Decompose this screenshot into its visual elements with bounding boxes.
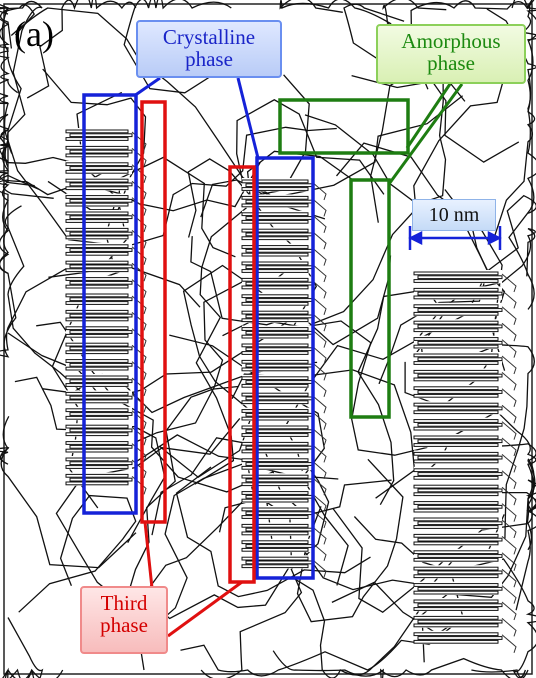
- polymer-chain: [195, 208, 247, 485]
- tie-chain: [502, 586, 516, 604]
- tie-chain: [502, 323, 516, 341]
- tie-chain: [502, 471, 516, 489]
- tie-chain: [132, 329, 146, 347]
- tie-chain: [132, 247, 146, 265]
- tie-chain: [502, 602, 516, 620]
- tie-chain: [502, 635, 516, 653]
- tie-chain: [502, 340, 516, 358]
- amorphous-label-line1: Amorphous: [386, 30, 516, 52]
- scale-arrow-left: [411, 233, 421, 243]
- lamellar-stack: [66, 128, 146, 494]
- crystalline-label-line2: phase: [146, 48, 272, 70]
- tie-chain: [132, 280, 146, 298]
- tie-chain: [132, 378, 146, 396]
- tie-chain: [502, 307, 516, 325]
- tie-chain: [132, 460, 146, 478]
- tie-chain: [502, 536, 516, 554]
- tie-chain: [132, 444, 146, 462]
- tie-chain: [132, 181, 146, 199]
- polymer-chain: [1, 618, 63, 678]
- crystalline-label-line1: Crystalline: [146, 26, 272, 48]
- tie-chain: [132, 345, 146, 363]
- crystalline-phase-label: Crystalline phase: [136, 20, 282, 78]
- scale-arrow-right: [489, 233, 499, 243]
- tie-chain: [502, 405, 516, 423]
- amorphous-label-line2: phase: [386, 52, 516, 74]
- tie-chain: [132, 165, 146, 183]
- tie-chain: [132, 296, 146, 314]
- scale-bar-label: 10 nm: [412, 199, 496, 231]
- tie-chain: [502, 520, 516, 538]
- crystalline-pointer-left: [134, 78, 160, 96]
- amorphous-pointer-top: [407, 84, 450, 148]
- tie-chain: [502, 487, 516, 505]
- third-phase-label: Third phase: [80, 586, 168, 654]
- tie-chain: [132, 230, 146, 248]
- amorphous-box-top: [280, 100, 408, 153]
- crystalline-pointers: [134, 78, 258, 158]
- third-pointer-mid: [168, 582, 242, 636]
- tie-chain: [502, 438, 516, 456]
- amorphous-phase-label: Amorphous phase: [376, 24, 526, 84]
- tie-chain: [132, 214, 146, 232]
- tie-chain: [502, 504, 516, 522]
- tie-chain: [502, 389, 516, 407]
- third-label-line2: phase: [90, 614, 158, 636]
- tie-chain: [502, 618, 516, 636]
- tie-chain: [132, 427, 146, 445]
- tie-chain: [502, 372, 516, 390]
- tie-chain: [502, 422, 516, 440]
- polymer-chain: [305, 77, 446, 205]
- tie-chain: [132, 312, 146, 330]
- polymer-chain: [0, 416, 136, 567]
- tie-chain: [502, 356, 516, 374]
- third-label-line1: Third: [90, 592, 158, 614]
- tie-chain: [132, 198, 146, 216]
- panel-label: (a): [14, 16, 54, 52]
- tie-chain: [502, 569, 516, 587]
- tie-chain: [132, 476, 146, 494]
- tie-chain: [132, 362, 146, 380]
